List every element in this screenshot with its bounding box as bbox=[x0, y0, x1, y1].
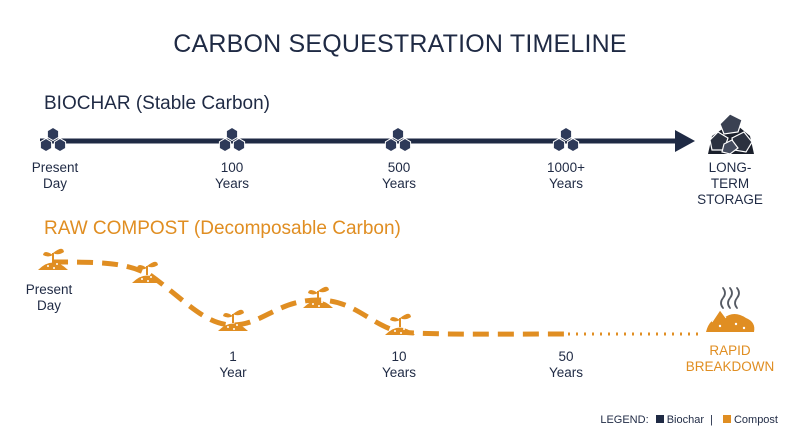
sprout-mound-icon bbox=[218, 309, 248, 331]
compost-timeline-path bbox=[51, 259, 566, 337]
biochar-chunks-icon bbox=[218, 126, 246, 153]
carbon-rock-pile-icon bbox=[708, 113, 754, 155]
biochar-chunks-icon bbox=[39, 126, 67, 153]
biochar-chunks-icon bbox=[384, 126, 412, 153]
decomposing-steam-icon bbox=[706, 287, 755, 332]
biochar-chunks-icon bbox=[552, 126, 580, 153]
sprout-mound-icon bbox=[132, 261, 162, 283]
compost-section-title: RAW COMPOST (Decomposable Carbon) bbox=[44, 218, 401, 239]
compost-milestone-label: 50 Years bbox=[548, 349, 584, 380]
compost-milestone-label: 1 Year bbox=[219, 349, 247, 380]
legend-compost-swatch bbox=[722, 415, 731, 423]
biochar-milestone-label: Present Day bbox=[31, 160, 79, 191]
biochar-end-label: LONG-TERM STORAGE bbox=[697, 160, 763, 207]
biochar-section-title: BIOCHAR (Stable Carbon) bbox=[44, 93, 270, 114]
legend-compost-label: Compost bbox=[733, 414, 778, 426]
biochar-milestone-label: 100 Years bbox=[214, 160, 250, 191]
sprout-mound-icon bbox=[385, 313, 415, 335]
legend-prefix: LEGEND: bbox=[600, 414, 649, 426]
sprout-mound-icon bbox=[303, 286, 333, 308]
sprout-mound-icon bbox=[38, 248, 68, 270]
legend: LEGEND: Biochar | Compost bbox=[600, 414, 778, 426]
legend-separator: | bbox=[710, 414, 713, 426]
compost-milestone-label: Present Day bbox=[25, 282, 73, 313]
biochar-arrowhead-icon bbox=[675, 130, 695, 152]
legend-biochar-label: Biochar bbox=[666, 414, 704, 426]
biochar-milestone-label: 1000+ Years bbox=[547, 160, 585, 191]
biochar-milestone-label: 500 Years bbox=[381, 160, 417, 191]
compost-end-label: RAPID BREAKDOWN bbox=[685, 343, 775, 374]
page-title: CARBON SEQUESTRATION TIMELINE bbox=[173, 30, 627, 58]
compost-milestone-label: 10 Years bbox=[381, 349, 417, 380]
legend-biochar-swatch bbox=[655, 415, 664, 423]
